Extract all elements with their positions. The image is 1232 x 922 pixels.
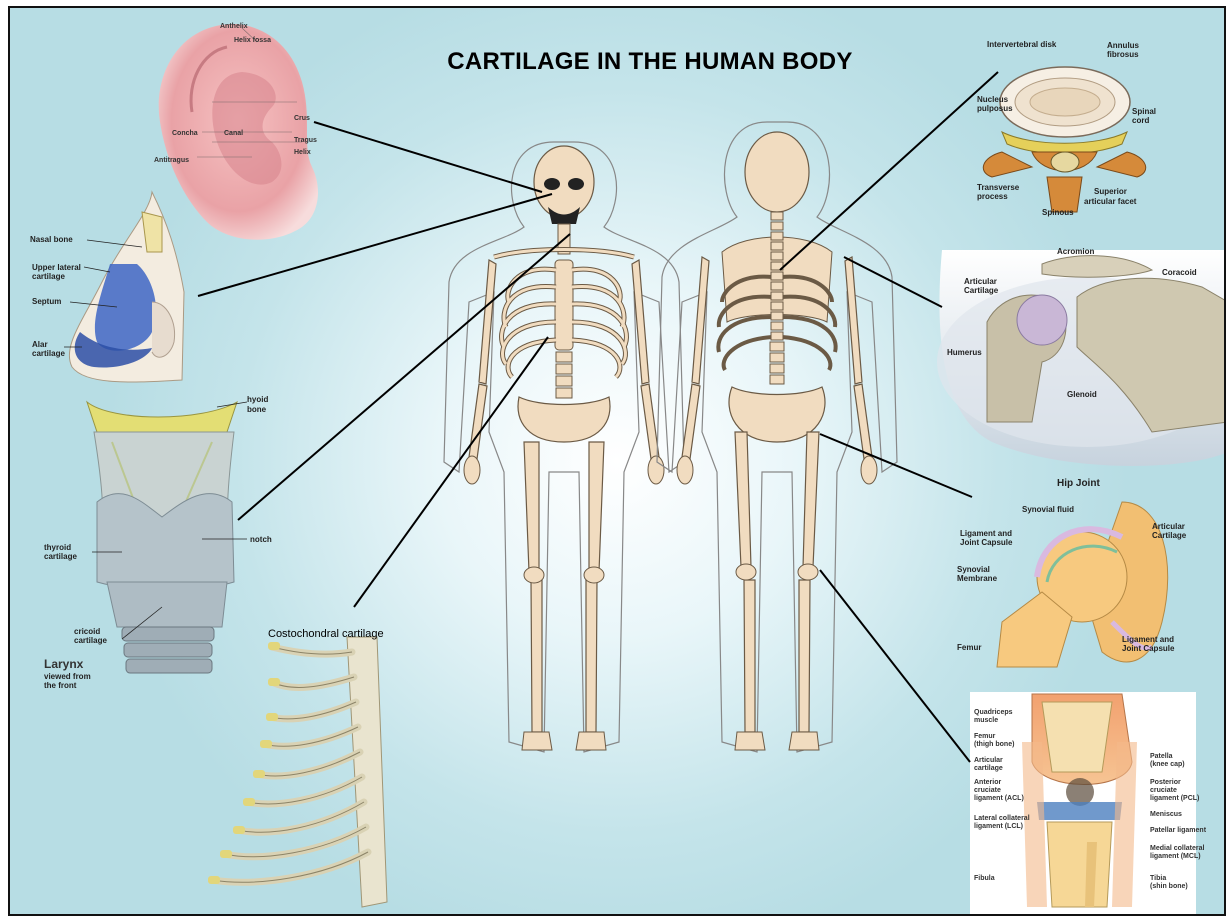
svg-text:Joint Capsule: Joint Capsule xyxy=(1122,644,1175,653)
svg-text:Articular: Articular xyxy=(964,277,997,286)
svg-text:Cartilage: Cartilage xyxy=(964,286,999,295)
larynx-illustration: hyoid bone notch thyroid cartilage crico… xyxy=(44,395,272,690)
svg-text:Patella: Patella xyxy=(1150,753,1173,760)
svg-text:(shin bone): (shin bone) xyxy=(1150,883,1188,890)
svg-text:Posterior: Posterior xyxy=(1150,779,1181,786)
svg-text:Joint Capsule: Joint Capsule xyxy=(960,538,1013,547)
svg-text:Upper lateral: Upper lateral xyxy=(32,263,81,272)
svg-text:ligament (PCL): ligament (PCL) xyxy=(1150,795,1199,802)
svg-text:Cartilage: Cartilage xyxy=(1152,531,1187,540)
svg-text:Ligament and: Ligament and xyxy=(960,529,1012,538)
svg-text:Intervertebral disk: Intervertebral disk xyxy=(987,40,1057,49)
ear-pointer-line xyxy=(314,122,542,192)
svg-text:cord: cord xyxy=(1132,116,1149,125)
svg-text:Anthelix: Anthelix xyxy=(220,23,248,30)
svg-text:muscle: muscle xyxy=(974,717,998,724)
svg-text:Alar: Alar xyxy=(32,340,48,349)
svg-text:Femur: Femur xyxy=(957,643,981,652)
diagram-frame: Anthelix Helix fossa Crus Concha Canal T… xyxy=(8,6,1226,916)
svg-text:cartilage: cartilage xyxy=(32,349,65,358)
svg-text:Annulus: Annulus xyxy=(1107,41,1140,50)
svg-text:Hip Joint: Hip Joint xyxy=(1057,478,1100,489)
svg-text:Synovial: Synovial xyxy=(957,565,990,574)
svg-text:Spinal: Spinal xyxy=(1132,107,1156,116)
svg-text:Tragus: Tragus xyxy=(294,137,317,144)
hip-joint-illustration: Hip Joint Synovial fluid Ligament and Jo… xyxy=(957,478,1187,667)
svg-text:Lateral collateral: Lateral collateral xyxy=(974,815,1030,822)
svg-text:cartilage: cartilage xyxy=(44,552,77,561)
svg-text:cartilage: cartilage xyxy=(974,765,1003,772)
svg-text:Medial collateral: Medial collateral xyxy=(1150,845,1205,852)
svg-text:Humerus: Humerus xyxy=(947,348,982,357)
svg-text:Helix: Helix xyxy=(294,149,311,156)
svg-text:pulposus: pulposus xyxy=(977,104,1013,113)
svg-text:Nucleus: Nucleus xyxy=(977,95,1009,104)
svg-text:notch: notch xyxy=(250,535,272,544)
rib-cage-illustration xyxy=(208,637,387,907)
svg-text:Femur: Femur xyxy=(974,733,996,740)
svg-text:Canal: Canal xyxy=(224,130,243,137)
svg-text:Septum: Septum xyxy=(32,297,61,306)
svg-text:cartilage: cartilage xyxy=(74,636,107,645)
diagram-title: CARTILAGE IN THE HUMAN BODY xyxy=(390,48,910,76)
knee-joint-illustration: Quadriceps muscle Femur (thigh bone) Art… xyxy=(970,692,1207,914)
svg-text:cruciate: cruciate xyxy=(974,787,1001,794)
svg-text:Articular: Articular xyxy=(1152,522,1185,531)
costochondral-pointer-line xyxy=(354,337,548,607)
svg-text:Nasal bone: Nasal bone xyxy=(30,235,73,244)
back-skeleton xyxy=(657,122,897,752)
ear-illustration: Anthelix Helix fossa Crus Concha Canal T… xyxy=(154,23,318,240)
intervertebral-disc-illustration: Intervertebral disk Annulus fibrosus Nuc… xyxy=(977,40,1156,217)
diagram-artwork: Anthelix Helix fossa Crus Concha Canal T… xyxy=(10,8,1226,916)
costochondral-label: Costochondral cartilage xyxy=(268,628,384,640)
front-skeleton xyxy=(444,142,684,752)
disc-pointer-line xyxy=(780,72,998,270)
shoulder-joint-illustration: Acromion Articular Cartilage Coracoid Hu… xyxy=(937,247,1226,466)
svg-text:Glenoid: Glenoid xyxy=(1067,390,1097,399)
svg-text:Antitragus: Antitragus xyxy=(154,157,189,164)
svg-text:cruciate: cruciate xyxy=(1150,787,1177,794)
svg-text:(thigh bone): (thigh bone) xyxy=(974,741,1014,748)
svg-text:Synovial fluid: Synovial fluid xyxy=(1022,505,1074,514)
svg-text:Membrane: Membrane xyxy=(957,574,998,583)
svg-text:Larynx: Larynx xyxy=(44,657,84,671)
svg-text:Tibia: Tibia xyxy=(1150,875,1166,882)
svg-text:Crus: Crus xyxy=(294,115,310,122)
svg-text:the front: the front xyxy=(44,681,77,690)
svg-text:Coracoid: Coracoid xyxy=(1162,268,1197,277)
svg-text:Articular: Articular xyxy=(974,757,1003,764)
svg-text:Meniscus: Meniscus xyxy=(1150,811,1182,818)
svg-text:Ligament and: Ligament and xyxy=(1122,635,1174,644)
svg-text:ligament (LCL): ligament (LCL) xyxy=(974,823,1023,830)
knee-pointer-line xyxy=(820,570,970,762)
svg-text:fibrosus: fibrosus xyxy=(1107,50,1139,59)
svg-text:Fibula: Fibula xyxy=(974,875,995,882)
svg-text:Superior: Superior xyxy=(1094,187,1127,196)
svg-text:Acromion: Acromion xyxy=(1057,247,1094,256)
svg-text:Patellar ligament: Patellar ligament xyxy=(1150,827,1207,834)
svg-text:process: process xyxy=(977,192,1008,201)
svg-text:cricoid: cricoid xyxy=(74,627,100,636)
svg-text:(knee cap): (knee cap) xyxy=(1150,761,1185,768)
svg-text:bone: bone xyxy=(247,405,267,414)
svg-text:ligament (MCL): ligament (MCL) xyxy=(1150,853,1201,860)
svg-text:Helix fossa: Helix fossa xyxy=(234,37,271,44)
svg-text:Concha: Concha xyxy=(172,130,198,137)
svg-text:thyroid: thyroid xyxy=(44,543,71,552)
svg-text:Quadriceps: Quadriceps xyxy=(974,709,1013,716)
svg-text:ligament (ACL): ligament (ACL) xyxy=(974,795,1024,802)
svg-text:Anterior: Anterior xyxy=(974,779,1002,786)
svg-text:hyoid: hyoid xyxy=(247,395,268,404)
nose-cartilage-illustration: Nasal bone Upper lateral cartilage Septu… xyxy=(30,192,184,382)
svg-text:Spinous: Spinous xyxy=(1042,208,1074,217)
svg-text:cartilage: cartilage xyxy=(32,272,65,281)
svg-text:viewed from: viewed from xyxy=(44,672,91,681)
svg-text:articular facet: articular facet xyxy=(1084,197,1137,206)
svg-text:Transverse: Transverse xyxy=(977,183,1020,192)
